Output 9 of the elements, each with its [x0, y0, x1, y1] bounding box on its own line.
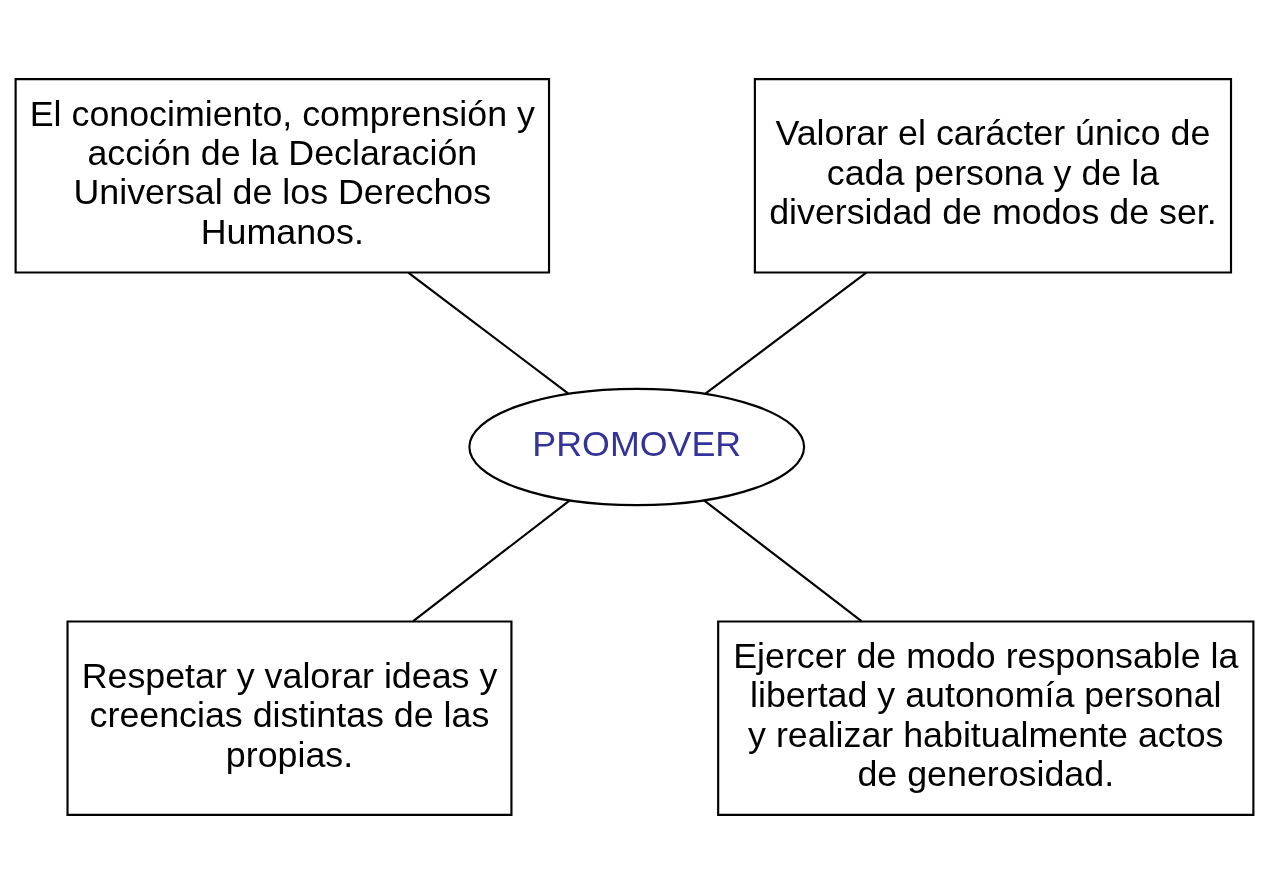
node-box: Valorar el carácter único de cada persona y de la diversidad de modos de ser. [753, 77, 1233, 274]
node-box: Respetar y valorar ideas y creencias distintas de las propias. [66, 619, 513, 816]
connector [704, 271, 867, 394]
connector [412, 499, 571, 622]
connector [407, 271, 570, 394]
node-box: El conocimiento, comprensión y acción de la Declaración Universal de los Derechos Humanos. [14, 77, 551, 274]
node-box: Ejercer de modo responsable la libertad y autonomía personal y realizar habitualmente actos de generosidad. [717, 619, 1255, 816]
node-ellipse: PROMOVER [468, 387, 806, 506]
connector [703, 499, 863, 622]
